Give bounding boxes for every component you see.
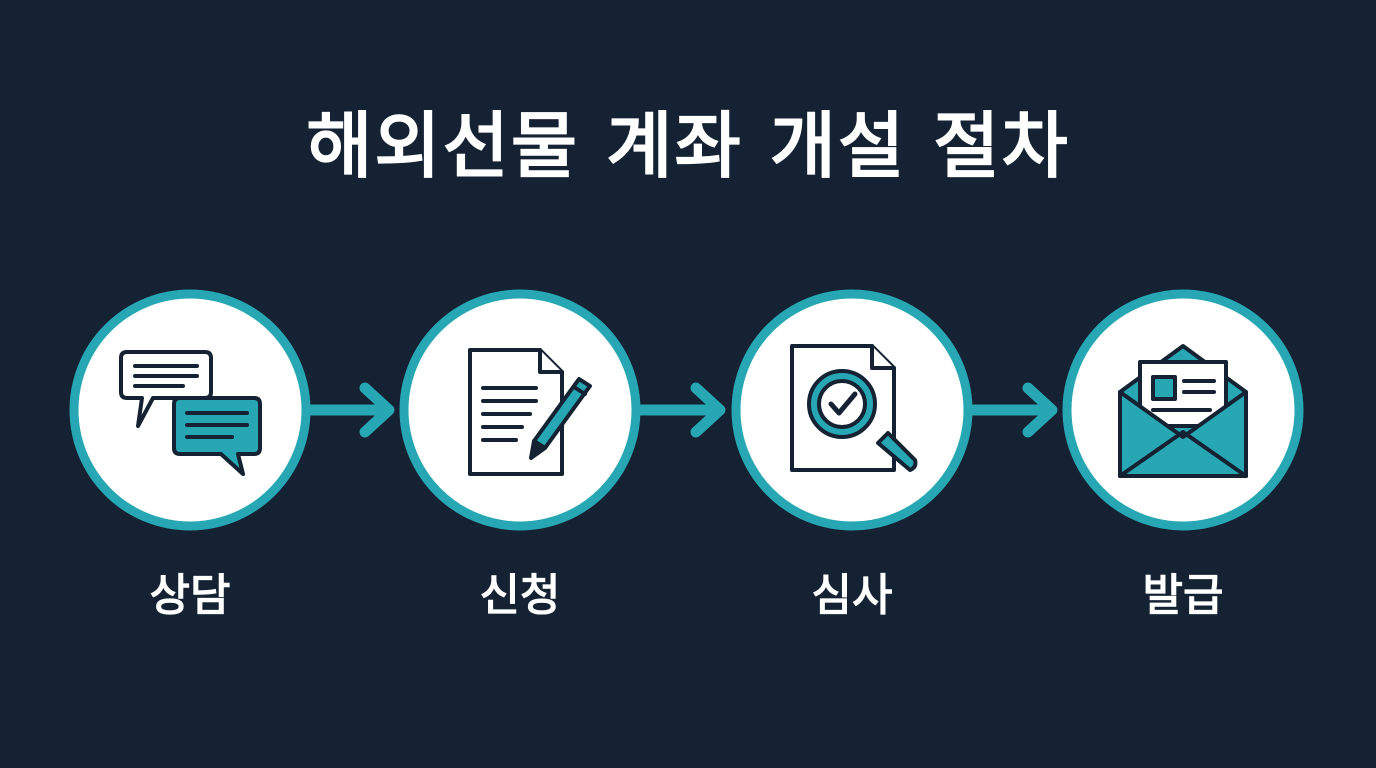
- chat-bubbles-icon: [119, 350, 262, 476]
- document-pen-icon: [468, 348, 592, 476]
- step-2-application: [399, 289, 641, 531]
- step-1-consultation: [69, 289, 311, 531]
- step-label-review: 심사: [811, 570, 893, 621]
- step-3-review: [731, 289, 973, 531]
- step-label-issuance: 발급: [1142, 570, 1224, 621]
- envelope-card-icon: [1118, 344, 1248, 478]
- document-magnifier-check-icon: [790, 344, 918, 472]
- step-label-application: 신청: [479, 570, 561, 621]
- step-label-consultation: 상담: [149, 570, 231, 621]
- arrow-3-to-4: [966, 382, 1058, 438]
- page-title: 해외선물 계좌 개설 절차: [306, 104, 1070, 188]
- arrow-1-to-2: [304, 382, 395, 438]
- arrow-2-to-3: [634, 382, 726, 438]
- step-4-issuance: [1062, 289, 1304, 531]
